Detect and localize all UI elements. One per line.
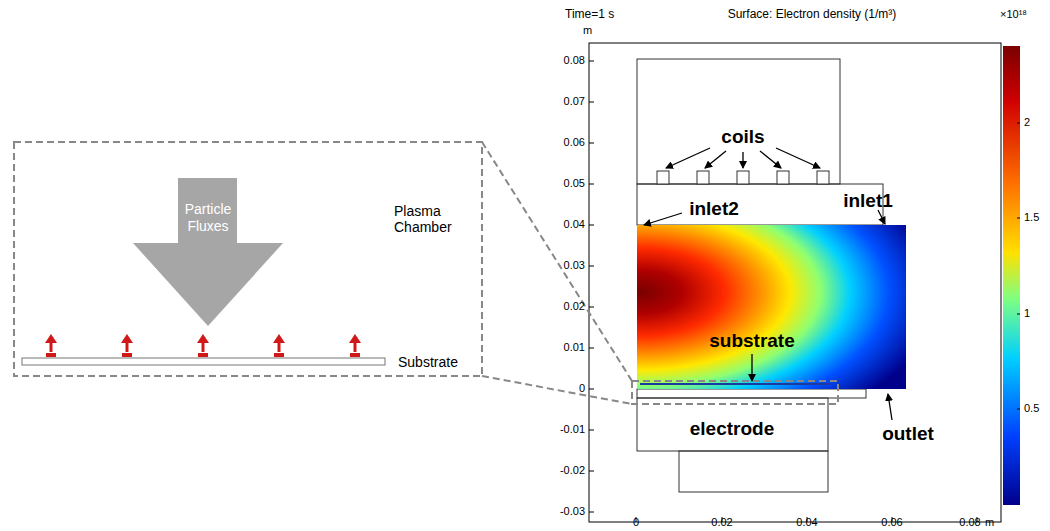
region-label: inlet1 <box>843 190 893 212</box>
colorbar-tick: 1 <box>1024 307 1030 320</box>
tick-label: 0 <box>579 382 585 395</box>
tick-label: 0.03 <box>564 259 585 272</box>
electron-density-map <box>637 225 906 389</box>
zoom-region <box>632 381 838 404</box>
zoom-box <box>14 142 482 376</box>
arrow-shape <box>133 178 283 326</box>
tick-label: 0.07 <box>564 95 585 108</box>
tick-label: 0.08 <box>959 516 980 529</box>
leader-arrows <box>644 148 892 420</box>
axis-ticks <box>589 61 977 522</box>
plot-frame <box>589 43 1001 522</box>
tick-label: -0.03 <box>560 505 585 518</box>
plot-title: Time=1 s <box>565 8 614 22</box>
tick-label: 0.06 <box>564 136 585 149</box>
zoom-label: Substrate <box>398 354 458 370</box>
colorbar-ticks <box>1017 123 1020 409</box>
axis-unit: m <box>583 24 592 37</box>
tick-label: 0.08 <box>564 54 585 67</box>
coil-squares <box>657 171 829 184</box>
tick-label: 0.04 <box>564 218 585 231</box>
substrate-line <box>640 383 830 385</box>
tick-label: 0 <box>633 516 639 529</box>
tick-label: 0.02 <box>564 300 585 313</box>
region-label: substrate <box>709 330 795 352</box>
region-label: electrode <box>690 418 774 440</box>
tick-label: 0.04 <box>796 516 817 529</box>
colorbar-tick: 2 <box>1024 116 1030 129</box>
tick-label: 0.02 <box>711 516 732 529</box>
region-label: coils <box>721 126 764 148</box>
tick-label: -0.02 <box>560 464 585 477</box>
emission-arrows <box>45 334 361 357</box>
zoom-label: Plasma Chamber <box>394 203 474 235</box>
region-label: outlet <box>882 423 934 445</box>
colorbar-tick: 1.5 <box>1024 211 1039 224</box>
axis-unit: m <box>985 516 994 529</box>
plot-title: Surface: Electron density (1/m³) <box>728 8 897 22</box>
zoom-line <box>482 142 632 381</box>
colorbar <box>1003 46 1020 505</box>
substrate-plate <box>22 358 385 365</box>
colorbar-scale: ×10¹⁸ <box>1000 8 1027 21</box>
node-text: Particle Fluxes <box>176 201 240 235</box>
flux-arrow: Particle Fluxes <box>133 178 283 326</box>
zoom-line <box>482 376 632 404</box>
region-label: inlet2 <box>689 198 739 220</box>
tick-label: -0.01 <box>560 423 585 436</box>
colorbar-tick: 0.5 <box>1024 402 1039 415</box>
tick-label: 0.06 <box>881 516 902 529</box>
tick-label: 0.05 <box>564 177 585 190</box>
tick-label: 0.01 <box>564 341 585 354</box>
